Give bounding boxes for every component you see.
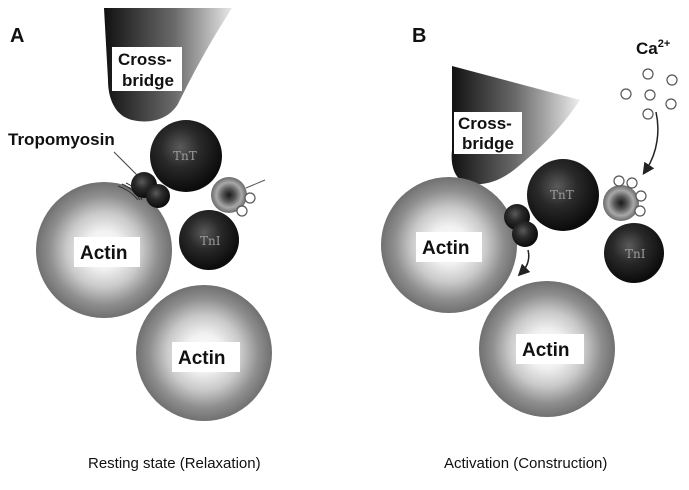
- panel-b-letter: B: [412, 25, 426, 47]
- panel-b-cross-bridge-label-1: Cross-: [458, 114, 512, 133]
- panel-b-bound-ca-1: [613, 175, 625, 187]
- panel-a-actin-top-label-bg: [74, 237, 140, 267]
- panel-b-free-ca-4: [644, 89, 656, 101]
- panel-b-free-ca-1: [642, 68, 654, 80]
- panel-b-calcium-label: Ca2+: [636, 38, 670, 58]
- panel-a-actin-bottom-label: Actin: [178, 348, 226, 369]
- panel-a-cross-bridge-label-1: Cross-: [118, 50, 172, 69]
- panel-a-letter: A: [10, 25, 24, 47]
- panel-a-tropomyosin-ball-2: [146, 184, 170, 208]
- panel-a-tropomyosin-pointer: [113, 151, 139, 177]
- panel-a-tnc: [211, 177, 247, 213]
- panel-a-tni-label: TnI: [200, 234, 221, 248]
- panel-b-tropomyosin-move-arrow: [517, 249, 531, 277]
- panel-b-tni: [604, 223, 664, 283]
- panel-a-tnt: [150, 120, 222, 192]
- panel-b-free-ca-3: [620, 88, 632, 100]
- panel-b-free-ca-6: [642, 108, 654, 120]
- panel-b-caption: Activation (Construction): [444, 455, 607, 472]
- panel-b-free-ca-2: [666, 74, 678, 86]
- panel-a-actin-top-label: Actin: [80, 243, 128, 264]
- panel-b-tropomyosin-ball-2: [512, 221, 538, 247]
- panel-b-calcium-arrow: [642, 111, 659, 175]
- panel-b-bound-ca-2: [626, 177, 638, 189]
- panel-a-tnt-label: TnT: [173, 149, 197, 163]
- panel-b-cross-bridge-label-bg: [454, 112, 522, 154]
- panel-b-actin-bottom-label: Actin: [522, 340, 570, 361]
- panel-a-ca-site-1: [236, 205, 248, 217]
- panel-b-bound-ca-4: [634, 205, 646, 217]
- panel-b-tni-label: TnI: [625, 247, 646, 261]
- panel-a-ca-site-2: [244, 192, 256, 204]
- panel-b-cross-bridge-label-2: bridge: [462, 134, 514, 153]
- panel-a-tropomyosin-label: Tropomyosin: [8, 130, 115, 149]
- panel-b-free-ca-5: [665, 98, 677, 110]
- panel-b-actin-top-label: Actin: [422, 238, 470, 259]
- panel-a-tni: [179, 210, 239, 270]
- panel-a-cross-bridge-label-bg: [112, 47, 182, 91]
- panel-b-actin-top-label-bg: [416, 232, 482, 262]
- panel-a-cross-bridge-label-2: bridge: [122, 71, 174, 90]
- panel-a-actin-bottom-label-bg: [172, 342, 240, 372]
- panel-a-caption: Resting state (Relaxation): [88, 455, 261, 472]
- panel-b-tnt-label: TnT: [550, 188, 574, 202]
- panel-b-tnt: [527, 159, 599, 231]
- panel-b-tnc: [603, 185, 639, 221]
- panel-b-bound-ca-3: [635, 190, 647, 202]
- panel-b-actin-bottom-label-bg: [516, 334, 584, 364]
- panel-a-tnc-pointer: [245, 179, 266, 189]
